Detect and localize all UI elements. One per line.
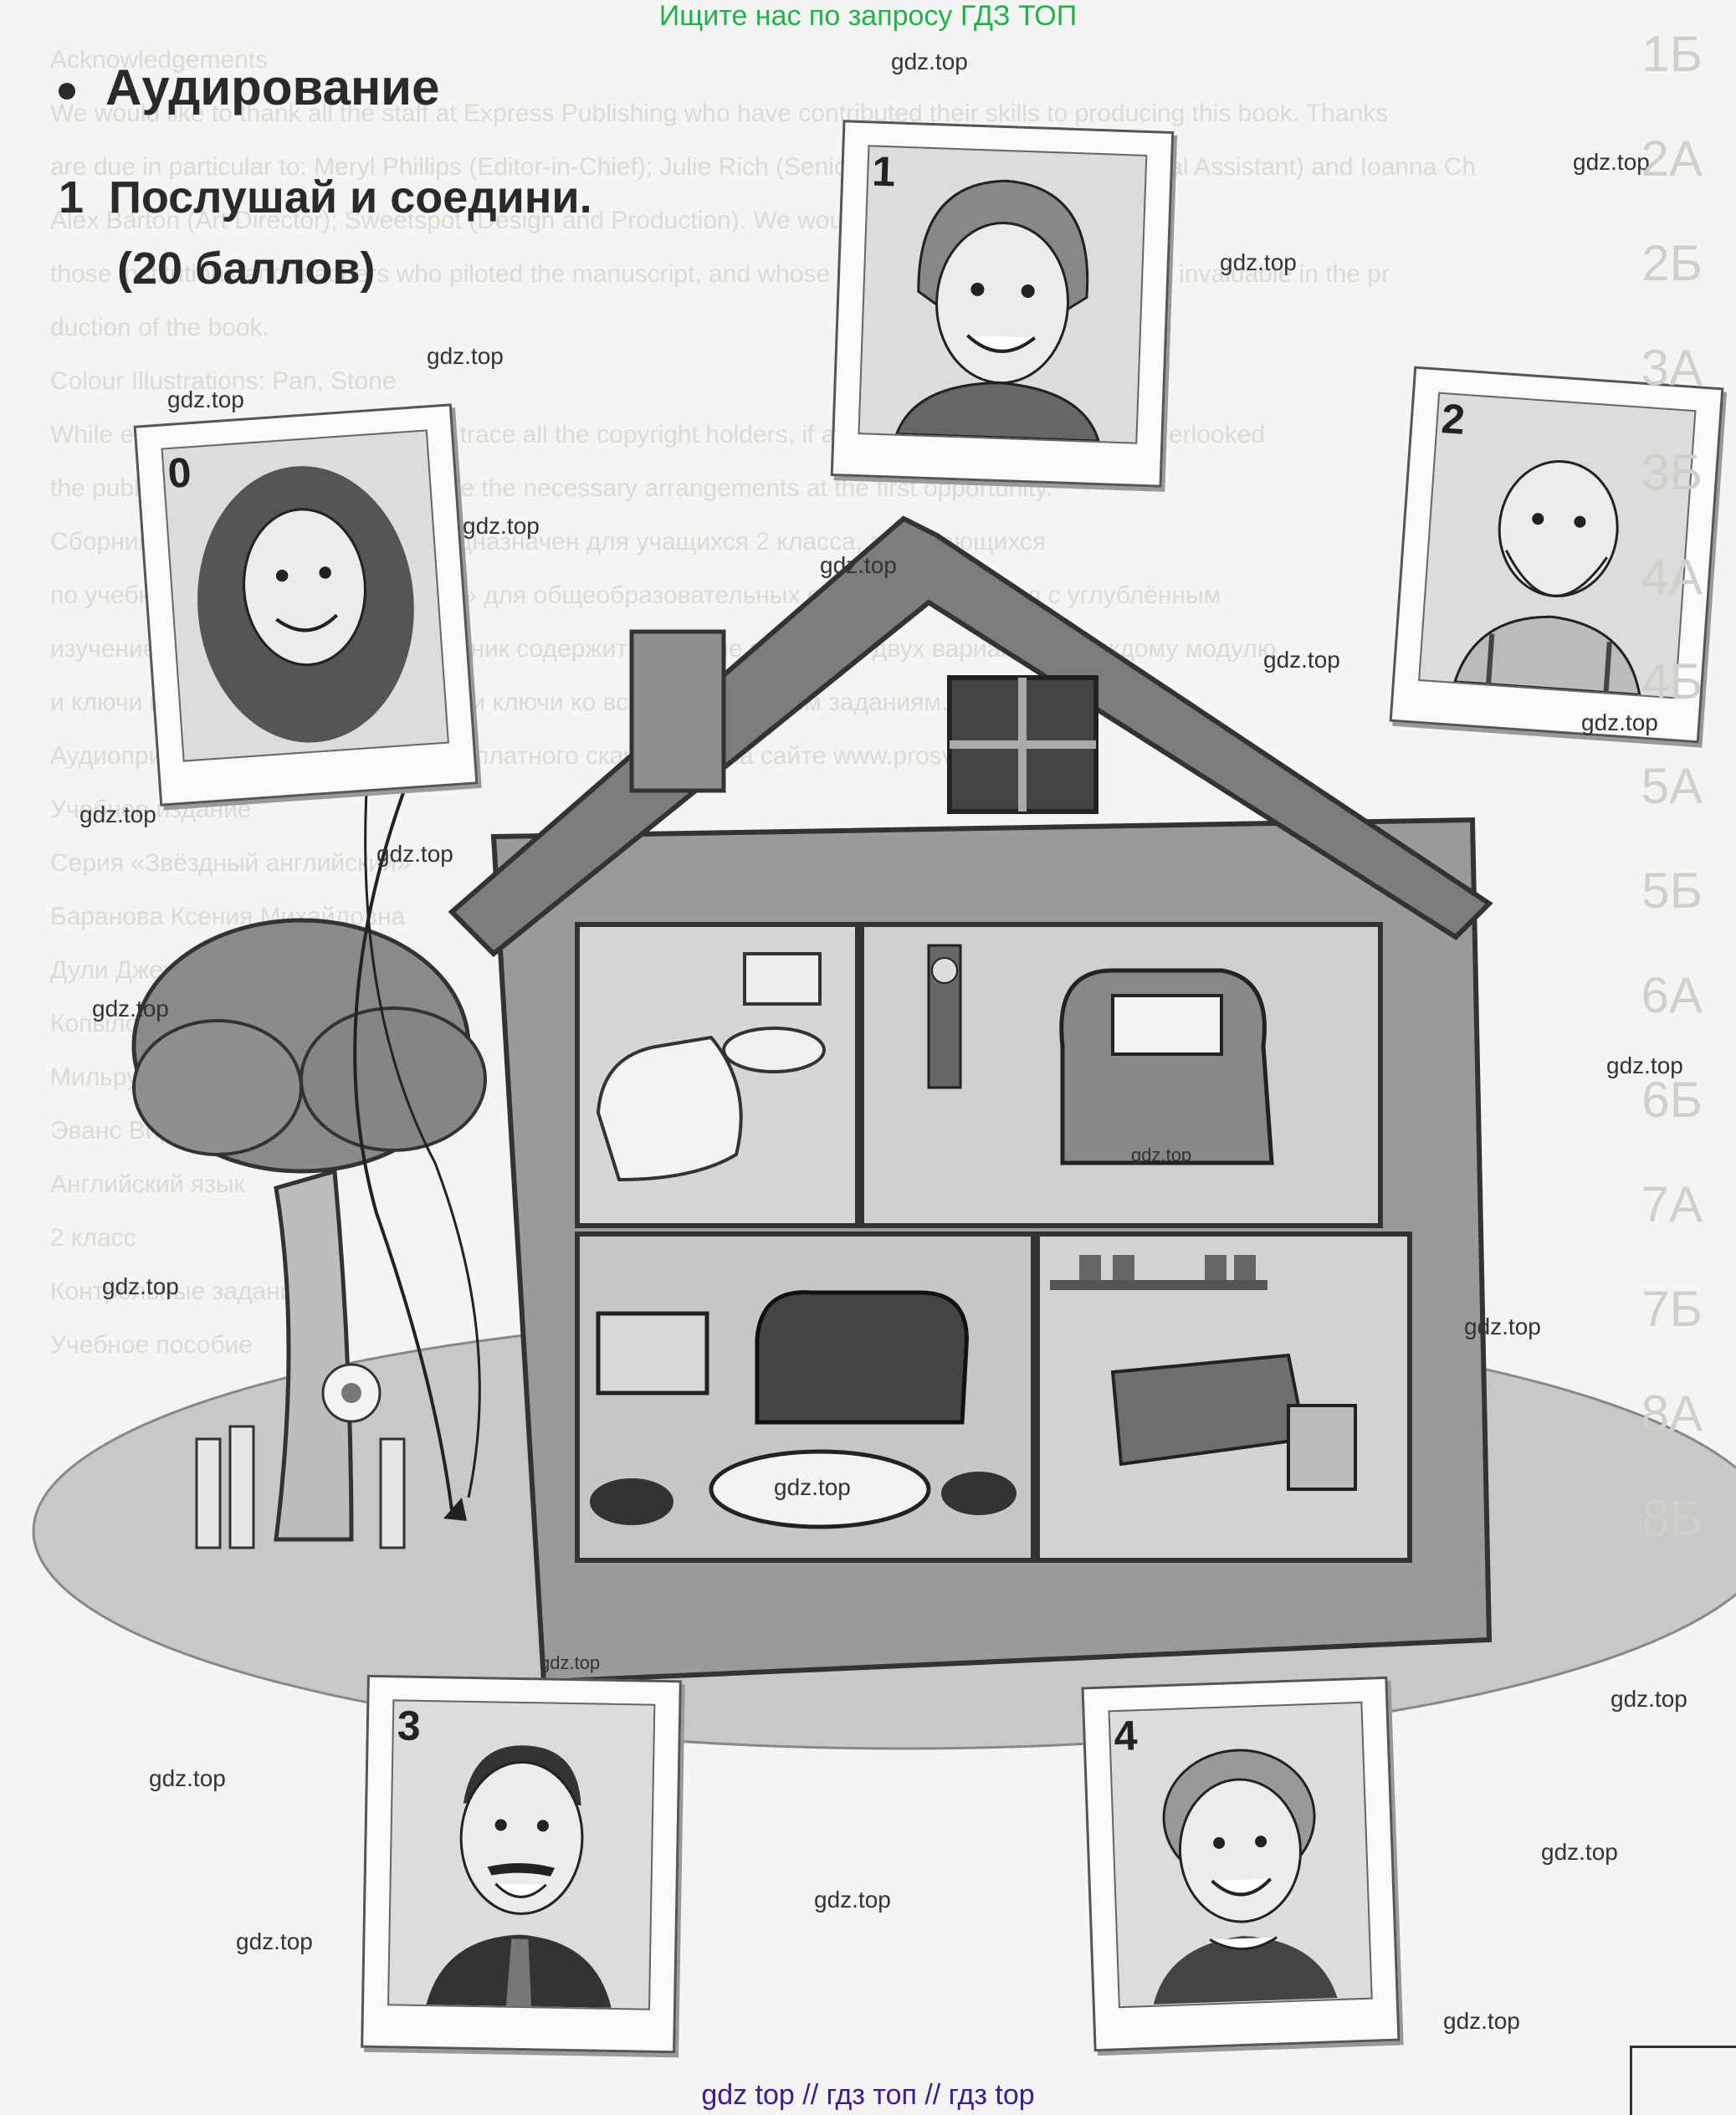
- reverse-text-line: 2 класс: [50, 1224, 136, 1252]
- reverse-text-line: Английский язык: [50, 1170, 245, 1198]
- reverse-contents-number: 2А: [1641, 131, 1703, 187]
- reverse-text-line: duction of the book.: [50, 314, 269, 341]
- portrait-man: [387, 1699, 656, 2010]
- photo-number: 0: [166, 448, 193, 498]
- photo-number: 3: [397, 1702, 422, 1749]
- watermark: gdz.top: [1443, 2008, 1520, 2034]
- task-heading: 1 Послушай и соедини.: [59, 172, 592, 223]
- reverse-contents-number: 5Б: [1641, 863, 1703, 919]
- reverse-contents-number: 4Б: [1641, 653, 1703, 709]
- reverse-contents-number: 2Б: [1641, 235, 1703, 291]
- watermark: gdz.top: [167, 387, 244, 412]
- reverse-contents-number: 1Б: [1641, 26, 1703, 82]
- photo-number: 1: [871, 147, 897, 196]
- reverse-contents-number: 3Б: [1641, 444, 1703, 500]
- reverse-contents-number: 6А: [1641, 967, 1703, 1023]
- watermark: gdz.top: [1606, 1052, 1683, 1078]
- footer-watermark: gdz top // гдз топ // гдз top: [701, 2079, 1035, 2111]
- watermark: gdz.top: [149, 1765, 226, 1791]
- watermark: gdz.top: [463, 513, 540, 539]
- watermark: gdz.top: [891, 49, 968, 74]
- watermark: gdz.top: [92, 996, 169, 1022]
- section-title-text: Аудирование: [105, 59, 440, 115]
- photo-number: 4: [1113, 1712, 1139, 1760]
- watermark: gdz.top: [236, 1928, 313, 1954]
- tree: [131, 918, 487, 1549]
- watermark: gdz.top: [774, 1474, 851, 1500]
- reverse-text-line: Контрольные задания: [50, 1278, 308, 1305]
- watermark: gdz.top: [376, 841, 453, 867]
- reverse-contents-number: 4А: [1641, 549, 1703, 605]
- example-arrow: [353, 752, 453, 1511]
- reverse-text-line: Acknowledgements: [50, 46, 269, 74]
- task-number: 1: [59, 172, 84, 223]
- watermark: gdz.top: [79, 801, 156, 827]
- watermark: gdz.top: [1131, 1145, 1192, 1165]
- page-number-box: [1630, 2046, 1736, 2115]
- watermark: gdz.top: [1611, 1686, 1687, 1712]
- task-text: Послушай и соедини.: [109, 172, 592, 223]
- photo-card-0[interactable]: 0: [133, 403, 479, 807]
- reverse-text-line: We would like to thank all the staff at …: [50, 100, 1389, 127]
- watermark: gdz.top: [1464, 1314, 1541, 1339]
- reverse-text-line: Colour Illustrations: Pan, Stone: [50, 367, 397, 395]
- photo-card-4[interactable]: 4: [1081, 1676, 1401, 2052]
- bullet-icon: [59, 83, 75, 100]
- search-banner: Ищите нас по запросу ГДЗ ТОП: [658, 0, 1078, 32]
- portrait-girl: [161, 429, 449, 762]
- watermark: gdz.top: [1581, 709, 1658, 735]
- task-points: (20 баллов): [117, 243, 376, 294]
- reverse-contents-number: 7Б: [1641, 1281, 1703, 1337]
- watermark: gdz.top: [820, 552, 897, 578]
- reverse-contents-number: 3А: [1641, 340, 1703, 396]
- reverse-text-line: are due in particular to: Meryl Phillips…: [50, 153, 1477, 181]
- watermark: gdz.top: [1573, 149, 1650, 175]
- photo-card-3[interactable]: 3: [361, 1674, 682, 2054]
- portrait-old-man: [1418, 392, 1697, 699]
- reverse-contents-number: 8А: [1641, 1385, 1703, 1442]
- portrait-grandmother: [1108, 1701, 1373, 2009]
- photo-card-2[interactable]: 2: [1389, 366, 1724, 744]
- watermark: gdz.top: [102, 1273, 179, 1299]
- watermark: gdz.top: [540, 1652, 601, 1673]
- watermark: gdz.top: [1220, 249, 1297, 275]
- section-title: Аудирование: [59, 59, 439, 116]
- watermark: gdz.top: [427, 343, 504, 369]
- watermark: gdz.top: [1263, 647, 1340, 673]
- portrait-woman: [858, 145, 1148, 444]
- watermark: gdz.top: [1541, 1839, 1618, 1865]
- reverse-contents-number: 6Б: [1641, 1072, 1703, 1128]
- reverse-contents-number: 5А: [1641, 758, 1703, 814]
- house: [448, 515, 1493, 1685]
- photo-number: 2: [1440, 395, 1467, 443]
- reverse-text-line: Серия «Звёздный английский»: [50, 849, 411, 877]
- watermark: gdz.top: [814, 1887, 891, 1913]
- reverse-contents-number: 7А: [1641, 1176, 1703, 1232]
- reverse-text-line: Учебное пособие: [50, 1331, 253, 1359]
- photo-card-1[interactable]: 1: [830, 120, 1175, 488]
- reverse-contents-number: 8Б: [1641, 1490, 1703, 1546]
